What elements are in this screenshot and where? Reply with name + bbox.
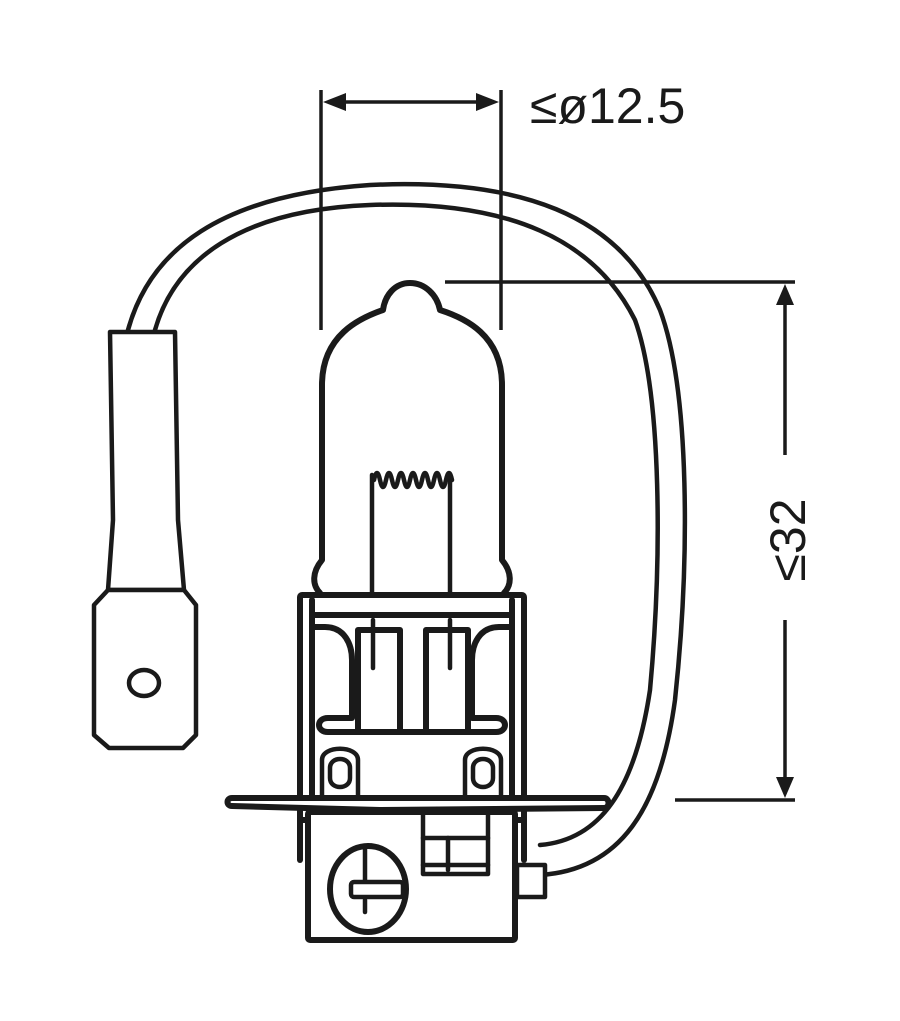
flange <box>224 795 612 813</box>
wire <box>125 182 688 878</box>
lock-circle <box>327 843 409 935</box>
arrow-up-icon <box>776 284 794 305</box>
diameter-label: ≤ø12.5 <box>530 78 685 134</box>
socket-upper <box>297 592 527 823</box>
glass-bulb <box>311 280 513 596</box>
height-label: ≤32 <box>760 498 816 581</box>
socket-lower <box>297 807 548 943</box>
arrow-right-icon <box>476 93 499 111</box>
height-dimension: ≤32 <box>445 280 816 802</box>
filament <box>369 470 455 598</box>
diameter-dimension: ≤ø12.5 <box>319 78 685 330</box>
arrow-left-icon <box>323 93 346 111</box>
arrow-down-icon <box>776 777 794 798</box>
terminal-hole <box>126 667 162 699</box>
connector-terminal <box>91 329 199 751</box>
